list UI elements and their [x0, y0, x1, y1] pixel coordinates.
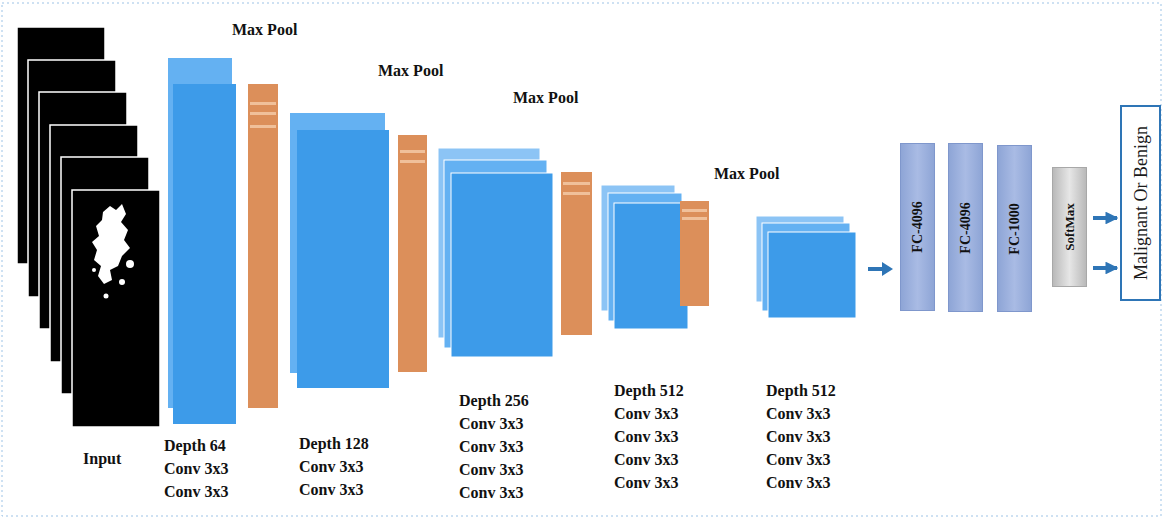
pool-stripe: [563, 192, 590, 195]
arrow-connector: [1093, 216, 1117, 220]
pool-stripe: [250, 102, 276, 105]
layer-label: Depth 512 Conv 3x3 Conv 3x3 Conv 3x3 Con…: [766, 379, 850, 494]
lesion-spot: [119, 279, 125, 285]
lesion-spot: [92, 268, 96, 272]
conv-block: [756, 216, 856, 318]
fc-layer-box: FC-1000: [997, 145, 1032, 312]
pool-layer: [561, 172, 592, 335]
pool-label: Max Pool: [513, 86, 578, 109]
fc-layer-box: FC-4096: [900, 143, 935, 311]
pool-label: Max Pool: [378, 59, 443, 82]
pool-block: [680, 201, 709, 306]
node-label: SoftMax: [1062, 203, 1078, 251]
input-stack: [17, 27, 160, 427]
pool-block: [248, 84, 278, 408]
pool-stripe: [400, 150, 425, 153]
pool-stripe: [400, 160, 425, 163]
node-label: FC-4096: [958, 202, 974, 253]
pool-stripe: [682, 217, 707, 220]
conv-layer: [297, 130, 389, 388]
pool-stripe: [250, 112, 276, 115]
pool-label: Max Pool: [714, 162, 779, 185]
lesion-shape: [92, 204, 130, 284]
pool-stripe: [682, 209, 707, 212]
frame-border: [2, 3, 1161, 516]
arrow-shaft: [868, 267, 884, 271]
arrow-head: [882, 262, 893, 276]
conv-layer: [768, 232, 856, 318]
fc-layer-box: FC-4096: [948, 143, 983, 312]
lesion-spot: [104, 294, 109, 299]
conv-block: [438, 148, 553, 357]
arrow-connector: [1093, 266, 1117, 270]
lesion-spot: [126, 260, 134, 268]
pool-layer: [398, 135, 427, 372]
pool-layer: [680, 201, 709, 306]
output-box: Malignant Or Benign: [1120, 105, 1161, 301]
pool-layer: [248, 84, 278, 408]
input-label: Input: [83, 447, 121, 470]
lesion-blob: [92, 204, 134, 299]
pool-stripe: [250, 125, 276, 128]
layer-label: Depth 64 Conv 3x3 Conv 3x3: [164, 434, 248, 503]
layer-label: Depth 256 Conv 3x3 Conv 3x3 Conv 3x3 Con…: [459, 389, 543, 504]
conv-layer: [451, 173, 553, 357]
pool-stripe: [563, 182, 590, 185]
conv-layer: [614, 203, 688, 329]
conv-block: [601, 185, 688, 329]
conv-block: [168, 58, 236, 424]
softmax-box: SoftMax: [1052, 167, 1087, 287]
conv-layer: [173, 84, 236, 424]
pool-block: [398, 135, 427, 372]
conv-block: [290, 113, 389, 388]
node-label: FC-1000: [1007, 203, 1023, 254]
pool-label: Max Pool: [232, 18, 297, 41]
flatten-arrow: [868, 262, 893, 276]
input-slice: [72, 190, 160, 427]
layer-label: Depth 128 Conv 3x3 Conv 3x3: [299, 432, 383, 501]
pool-block: [561, 172, 592, 335]
node-label: FC-4096: [910, 201, 926, 252]
node-label: Malignant Or Benign: [1130, 126, 1151, 280]
layer-label: Depth 512 Conv 3x3 Conv 3x3 Conv 3x3 Con…: [614, 379, 698, 494]
